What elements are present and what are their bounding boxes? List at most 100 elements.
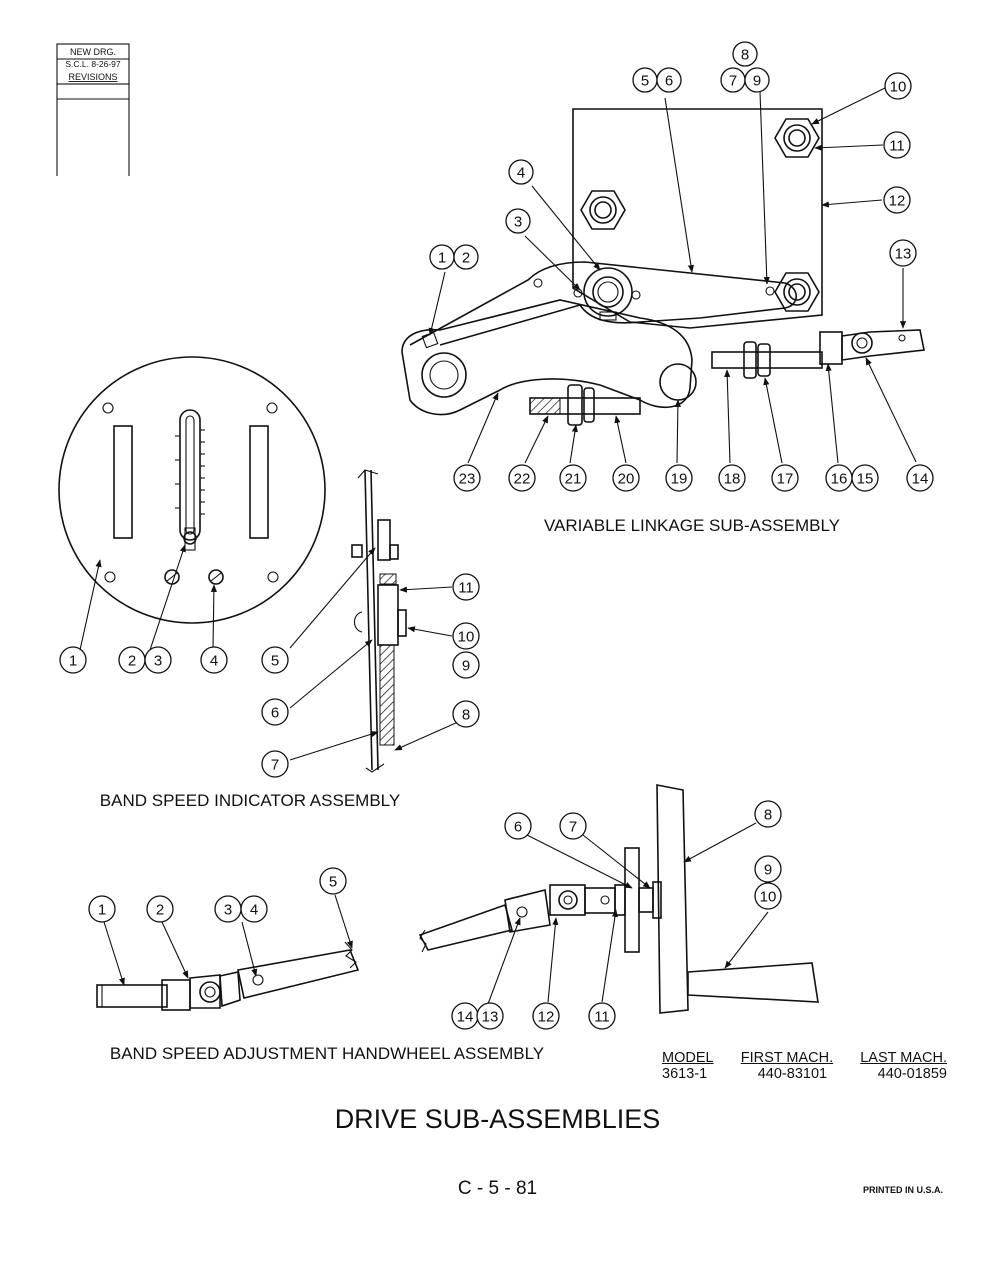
indicator-leaders	[79, 544, 459, 761]
svg-text:2: 2	[156, 902, 164, 919]
svg-text:11: 11	[458, 580, 474, 597]
svg-text:10: 10	[760, 889, 777, 906]
callout-bubble: 5	[261, 646, 289, 674]
callout-bubble: 12	[883, 186, 911, 214]
printed-note: PRINTED IN U.S.A.	[862, 1185, 943, 1195]
svg-text:17: 17	[777, 471, 794, 488]
callout-bubble: 11	[588, 1002, 616, 1030]
callout-bubble: 19	[665, 464, 693, 492]
callout-bubble: 13	[476, 1002, 504, 1030]
handwheel-title: BAND SPEED ADJUSTMENT HANDWHEEL ASSEMBLY	[110, 1044, 544, 1063]
svg-text:1: 1	[98, 902, 106, 919]
svg-text:9: 9	[462, 658, 470, 675]
callout-bubble: 6	[504, 812, 532, 840]
svg-text:5: 5	[641, 73, 649, 90]
revision-block: NEW DRG. S.C.L. 8-26-97 REVISIONS	[56, 43, 130, 176]
svg-text:7: 7	[271, 757, 279, 774]
callout-bubble: 11	[883, 131, 911, 159]
model-table-row: 3613-1 440-83101 440-01859	[662, 1066, 947, 1082]
callout-bubble: 3	[505, 208, 531, 234]
vls-leaders	[428, 87, 917, 464]
callout-bubble: 15	[851, 464, 879, 492]
svg-text:8: 8	[764, 807, 772, 824]
callout-bubble: 8	[754, 800, 782, 828]
svg-text:10: 10	[890, 79, 907, 96]
variable-linkage-drawing	[401, 108, 925, 426]
revision-line-1: NEW DRG.	[70, 47, 116, 57]
callout-bubble: 6	[656, 67, 682, 93]
svg-text:6: 6	[271, 705, 279, 722]
callout-bubble: 9	[452, 651, 480, 679]
handwheel-callouts: 1 2 3 4 5 6 7 8 9 10 14 13 12 11	[88, 800, 782, 1030]
svg-text:7: 7	[569, 819, 577, 836]
svg-text:6: 6	[665, 73, 673, 90]
indicator-title: BAND SPEED INDICATOR ASSEMBLY	[100, 791, 400, 810]
callout-bubble: 5	[319, 867, 347, 895]
header-last-mach: LAST MACH.	[860, 1050, 947, 1066]
svg-text:23: 23	[459, 471, 476, 488]
svg-text:3: 3	[224, 902, 232, 919]
svg-text:1: 1	[438, 250, 446, 267]
callout-bubble: 1	[88, 895, 116, 923]
callout-bubble: 16	[825, 464, 853, 492]
callout-bubble: 3	[144, 646, 172, 674]
svg-text:14: 14	[912, 471, 929, 488]
svg-text:16: 16	[831, 471, 848, 488]
callout-bubble: 1	[59, 646, 87, 674]
callout-bubble: 21	[559, 464, 587, 492]
callout-bubble: 10	[452, 622, 480, 650]
svg-text:15: 15	[857, 471, 874, 488]
callout-bubble: 12	[532, 1002, 560, 1030]
svg-text:21: 21	[565, 471, 582, 488]
callout-bubble: 23	[453, 464, 481, 492]
svg-text:12: 12	[538, 1009, 555, 1026]
svg-text:10: 10	[458, 629, 475, 646]
handwheel-leaders	[103, 822, 769, 1005]
callout-bubble: 10	[754, 882, 782, 910]
callout-bubble: 14	[906, 464, 934, 492]
svg-text:3: 3	[514, 214, 522, 231]
callout-bubble: 2	[118, 646, 146, 674]
svg-text:9: 9	[753, 73, 761, 90]
hex-nut	[774, 272, 820, 312]
callout-bubble: 5	[632, 67, 658, 93]
svg-text:12: 12	[889, 193, 906, 210]
svg-text:22: 22	[514, 471, 531, 488]
callout-bubble: 6	[261, 698, 289, 726]
callout-bubble: 2	[453, 244, 479, 270]
svg-text:18: 18	[724, 471, 741, 488]
svg-text:3: 3	[154, 653, 162, 670]
callout-bubble: 2	[146, 895, 174, 923]
callout-bubble: 20	[612, 464, 640, 492]
page-number: C - 5 - 81	[457, 1178, 538, 1199]
callout-bubble: 1	[429, 244, 455, 270]
handwheel-left-drawing	[96, 941, 360, 1011]
callout-bubble: 17	[771, 464, 799, 492]
revision-line-3: REVISIONS	[68, 72, 117, 82]
svg-text:20: 20	[618, 471, 635, 488]
callout-bubble: 13	[889, 239, 917, 267]
svg-text:2: 2	[128, 653, 136, 670]
svg-text:4: 4	[250, 902, 258, 919]
revision-line-2: S.C.L. 8-26-97	[65, 59, 121, 69]
header-model: MODEL	[662, 1050, 714, 1066]
svg-text:5: 5	[329, 874, 337, 891]
callout-bubble: 10	[884, 72, 912, 100]
svg-text:14: 14	[457, 1009, 474, 1026]
model-table: MODEL FIRST MACH. LAST MACH. 3613-1 440-…	[662, 1050, 947, 1082]
svg-text:8: 8	[462, 707, 470, 724]
callout-bubble: 4	[508, 159, 534, 185]
svg-text:9: 9	[764, 862, 772, 879]
callout-bubble: 7	[559, 812, 587, 840]
vls-title: VARIABLE LINKAGE SUB-ASSEMBLY	[544, 516, 840, 535]
indicator-callouts: 1 2 3 4 5 11 10 9 6 8 7	[59, 573, 480, 778]
cell-first-mach: 440-83101	[757, 1066, 828, 1082]
vls-callouts: 5 6 8 7 9 10 11 12 13 4 3 1 2 23 22 21 2…	[429, 41, 934, 492]
callout-bubble: 4	[200, 646, 228, 674]
page-title: DRIVE SUB-ASSEMBLIES	[334, 1104, 661, 1134]
svg-text:8: 8	[741, 47, 749, 64]
hex-nut	[580, 190, 626, 230]
callout-bubble: 11	[452, 573, 480, 601]
indicator-side-view	[351, 469, 407, 773]
